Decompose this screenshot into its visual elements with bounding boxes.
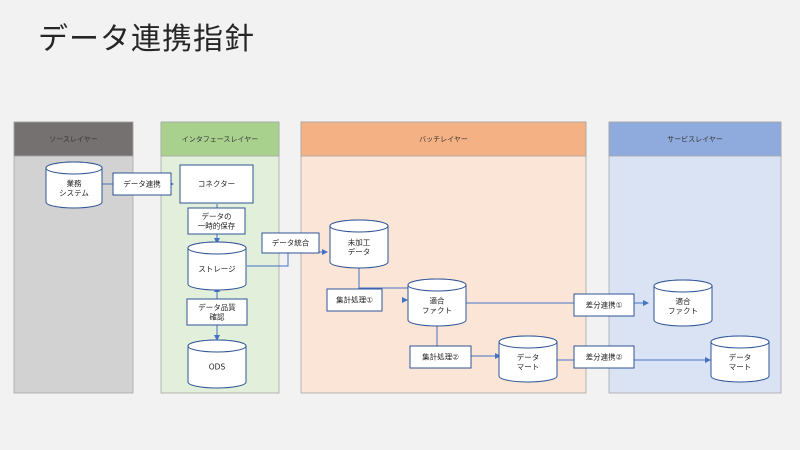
slide-title: データ連携指針 — [38, 22, 255, 57]
node-svc_mart-label-line-1: データ — [729, 352, 752, 362]
node-connector-box — [179, 164, 254, 204]
node-data_mart-label-line-2: マート — [517, 362, 540, 371]
lane-interface-header — [160, 121, 280, 157]
edge-label-sabun1-label: 差分連携① — [586, 300, 623, 310]
edge-label-ichiji_hozon-label-line-1: データの — [202, 211, 232, 221]
edge-mikakou-to-fact — [358, 268, 408, 289]
node-svc_fact-top — [653, 279, 713, 293]
edge-label-sabun1-box — [573, 293, 635, 317]
node-mikakou-top — [329, 219, 389, 233]
node-gyomu-label-line-2: システム — [59, 188, 89, 197]
node-connector: コネクター — [179, 164, 254, 204]
node-gyomu-label-line-1: 業務 — [67, 178, 82, 188]
lane-batch-header — [300, 121, 587, 157]
node-svc_fact-label-line-2: ファクト — [668, 306, 698, 315]
node-storage-cylinder: ストレージ — [187, 241, 247, 291]
node-tekigo_fact-label-line-2: ファクト — [422, 306, 452, 315]
edge-label-data_hinshitsu-label-line-2: 確認 — [210, 311, 225, 321]
edge-label-data_tougou-label: データ統合 — [272, 238, 310, 248]
edge-label-data_renkei-label: データ連携 — [123, 179, 161, 189]
lane-source-header — [13, 121, 134, 157]
edge-label-data_hinshitsu-box — [186, 298, 248, 326]
edge-label-shukei1-box — [326, 288, 383, 312]
node-gyomu-top — [45, 161, 103, 175]
node-storage-top — [187, 241, 247, 255]
node-connector-label: コネクター — [198, 180, 235, 189]
lane-batch-title: バッチレイヤー — [419, 136, 468, 144]
edge-label-shukei2-label: 集計処理② — [422, 352, 459, 362]
lane-service-header — [608, 121, 782, 157]
edge-label-shukei1-label: 集計処理① — [336, 295, 373, 305]
node-ods-top — [187, 339, 247, 353]
node-ods-label: ODS — [209, 363, 226, 372]
node-data_mart-label-line-1: データ — [517, 352, 540, 362]
edge-label-shukei1: 集計処理① — [326, 288, 383, 312]
edge-label-sabun2-box — [573, 345, 635, 369]
node-svc_mart-label-line-2: マート — [729, 362, 752, 371]
node-storage-label: ストレージ — [198, 265, 236, 274]
edge-label-shukei2: 集計処理② — [409, 345, 472, 369]
edge-label-shukei2-box — [409, 345, 472, 369]
node-svc_mart-top — [710, 335, 770, 349]
node-tekigo_fact-top — [407, 278, 467, 292]
lane-service-title: サービスレイヤー — [667, 135, 723, 144]
edge-label-ichiji_hozon-box — [187, 207, 246, 235]
lane-source-title: ソースレイヤー — [49, 136, 97, 144]
edge-label-sabun2: 差分連携② — [573, 345, 635, 369]
edge-label-sabun2-label: 差分連携② — [586, 352, 623, 362]
node-ods-cylinder: ODS — [187, 339, 247, 389]
node-tekigo_fact-label-line-1: 適合 — [430, 295, 445, 305]
edge-label-sabun1: 差分連携① — [573, 293, 635, 317]
edge-label-data_tougou: データ統合 — [261, 232, 320, 254]
edge-label-ichiji_hozon-label-line-2: 一時的保存 — [198, 220, 236, 230]
node-data_mart-top — [498, 335, 558, 349]
node-svc_fact-label-line-1: 適合 — [676, 296, 691, 306]
edge-label-data_tougou-box — [261, 232, 320, 254]
node-mikakou-label-line-2: データ — [348, 246, 371, 256]
edge-label-data_renkei: データ連携 — [112, 172, 172, 196]
lane-interface-title: インタフェースレイヤー — [182, 135, 258, 144]
edge-label-data_renkei-box — [112, 172, 172, 196]
node-mikakou-label-line-1: 未加工 — [348, 237, 371, 247]
edge-label-data_hinshitsu-label-line-1: データ品質 — [198, 302, 236, 312]
